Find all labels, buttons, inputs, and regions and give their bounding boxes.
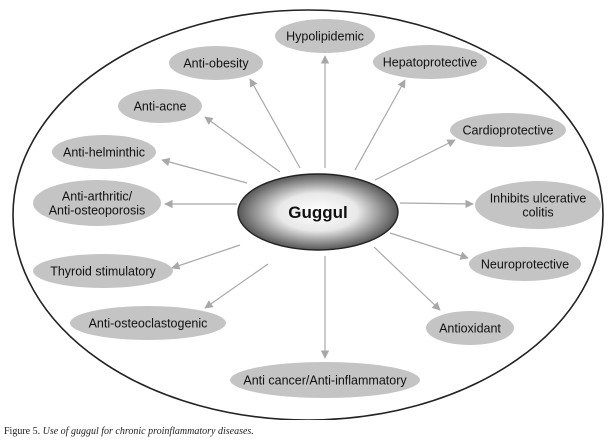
node-antioxidant: Antioxidant xyxy=(426,311,514,345)
node-ellipse-anti-osteoclastogenic xyxy=(70,306,226,340)
node-neuroprotective: Neuroprotective xyxy=(469,247,581,281)
node-anti-arthritic-anti-osteoporosis: Anti-arthritic/Anti-osteoporosis xyxy=(33,180,161,226)
arrow-to-inhibits-ulcerative-colitis xyxy=(399,199,474,209)
figure-caption: Figure 5. Use of guggul for chronic proi… xyxy=(4,426,254,437)
arrow-to-neuroprotective xyxy=(389,232,469,260)
arrow-to-hepatoprotective xyxy=(354,79,406,171)
center-node: Guggul xyxy=(237,173,399,251)
node-anti-helminthic: Anti-helminthic xyxy=(52,135,156,169)
node-cardioprotective: Cardioprotective xyxy=(450,113,566,147)
node-hypolipidemic: Hypolipidemic xyxy=(275,19,375,53)
node-ellipse-anti-acne xyxy=(118,89,202,123)
node-ellipse-hypolipidemic xyxy=(275,19,375,53)
node-label-anti-helminthic: Anti-helminthic xyxy=(63,146,145,160)
node-ellipse-anti-arthritic-anti-osteoporosis xyxy=(33,180,161,226)
node-anti-acne: Anti-acne xyxy=(118,89,202,123)
guggul-effects-diagram: HypolipidemicHepatoprotectiveCardioprote… xyxy=(12,9,604,420)
arrow-to-anti-acne xyxy=(204,116,281,173)
node-ellipse-anti-obesity xyxy=(169,46,263,80)
node-label-hypolipidemic: Hypolipidemic xyxy=(286,30,364,44)
node-anti-osteoclastogenic: Anti-osteoclastogenic xyxy=(70,306,226,340)
node-ellipse-antioxidant xyxy=(426,311,514,345)
node-label-inhibits-ulcerative-colitis-line-1: Inhibits ulcerative xyxy=(490,192,587,206)
node-label-antioxidant: Antioxidant xyxy=(439,322,501,336)
node-label-anti-osteoclastogenic: Anti-osteoclastogenic xyxy=(89,317,208,331)
node-label-hepatoprotective: Hepatoprotective xyxy=(383,56,478,70)
outer-boundary-ellipse xyxy=(12,9,604,420)
effect-nodes-layer: HypolipidemicHepatoprotectiveCardioprote… xyxy=(33,19,601,398)
node-label-neuroprotective: Neuroprotective xyxy=(481,258,569,272)
node-ellipse-inhibits-ulcerative-colitis xyxy=(475,181,601,229)
node-ellipse-thyroid-stimulatory xyxy=(33,254,173,288)
node-thyroid-stimulatory: Thyroid stimulatory xyxy=(33,254,173,288)
arrow-to-thyroid-stimulatory xyxy=(171,244,241,270)
node-label-anti-arthritic-anti-osteoporosis-line-2: Anti-osteoporosis xyxy=(49,204,146,218)
arrow-to-anti-helminthic xyxy=(161,157,248,184)
node-ellipse-neuroprotective xyxy=(469,247,581,281)
arrow-to-anti-obesity xyxy=(249,78,301,169)
node-label-anti-acne: Anti-acne xyxy=(134,100,187,114)
node-ellipse-hepatoprotective xyxy=(373,45,487,79)
arrows-layer xyxy=(161,55,474,359)
center-label: Guggul xyxy=(288,203,347,222)
node-ellipse-cardioprotective xyxy=(450,113,566,147)
node-ellipse-anti-cancer-anti-inflammatory xyxy=(230,362,420,398)
caption-label: Figure 5. xyxy=(4,426,41,437)
node-anti-obesity: Anti-obesity xyxy=(169,46,263,80)
caption-text: Use of guggul for chronic proinflammator… xyxy=(42,426,254,437)
node-label-anti-arthritic-anti-osteoporosis-line-1: Anti-arthritic/ xyxy=(62,190,133,204)
node-hepatoprotective: Hepatoprotective xyxy=(373,45,487,79)
arrow-to-cardioprotective xyxy=(374,139,456,181)
center-ellipse xyxy=(237,173,399,251)
node-label-thyroid-stimulatory: Thyroid stimulatory xyxy=(50,265,156,279)
arrow-to-anti-osteoclastogenic xyxy=(204,263,269,309)
node-label-inhibits-ulcerative-colitis-line-2: colitis xyxy=(522,206,553,220)
node-label-anti-obesity: Anti-obesity xyxy=(183,57,249,71)
arrow-to-antioxidant xyxy=(373,246,441,311)
node-label-anti-cancer-anti-inflammatory: Anti cancer/Anti-inflammatory xyxy=(243,374,407,388)
node-anti-cancer-anti-inflammatory: Anti cancer/Anti-inflammatory xyxy=(230,362,420,398)
node-ellipse-anti-helminthic xyxy=(52,135,156,169)
node-label-cardioprotective: Cardioprotective xyxy=(462,124,553,138)
